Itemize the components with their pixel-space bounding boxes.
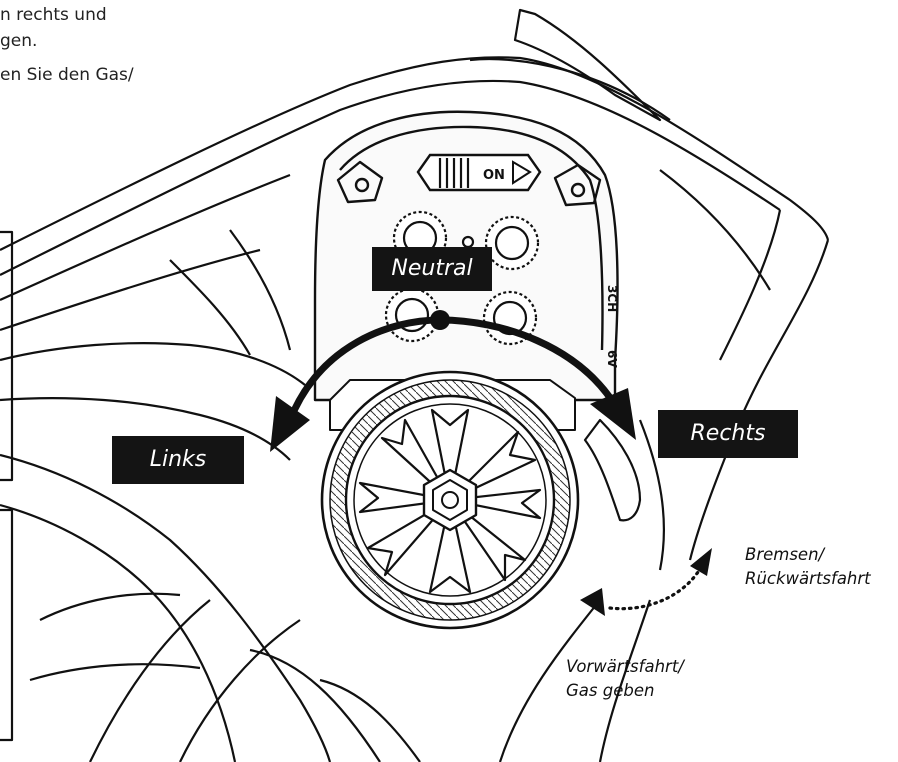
intro-text-line-3: en Sie den Gas/ <box>0 65 134 85</box>
forward-label-line-1: Vorwärtsfahrt/ <box>566 657 684 676</box>
intro-text-line-2: gen. <box>0 31 38 51</box>
channel-mark: 3CH <box>605 285 619 312</box>
switch-on-text: ON <box>483 168 505 183</box>
neutral-point-marker <box>430 310 450 330</box>
switch-arrow-icon <box>512 160 532 185</box>
links-label: Links <box>112 436 244 484</box>
arrow-left-icon <box>270 396 310 452</box>
neutral-label: Neutral <box>372 247 492 291</box>
throttle-arrow <box>580 548 712 616</box>
trim-gear-bottom-left[interactable] <box>384 287 440 343</box>
steering-arc-arrow <box>270 310 636 452</box>
steering-wheel[interactable] <box>320 370 642 630</box>
arrow-forward-icon <box>580 588 605 616</box>
power-switch[interactable]: ON <box>416 153 542 192</box>
arrow-brake-icon <box>690 548 712 576</box>
arrow-right-icon <box>590 388 636 440</box>
rechts-label: Rechts <box>658 410 798 458</box>
brake-label-line-2: Rückwärtsfahrt <box>745 569 871 588</box>
transmitter-body <box>0 8 830 762</box>
intro-text-line-1: n rechts und <box>0 5 107 25</box>
brake-label-line-1: Bremsen/ <box>745 545 825 564</box>
trim-gear-top-right[interactable] <box>484 215 540 271</box>
forward-label-line-2: Gas geben <box>566 681 655 700</box>
voltage-mark: 6V <box>605 350 619 368</box>
